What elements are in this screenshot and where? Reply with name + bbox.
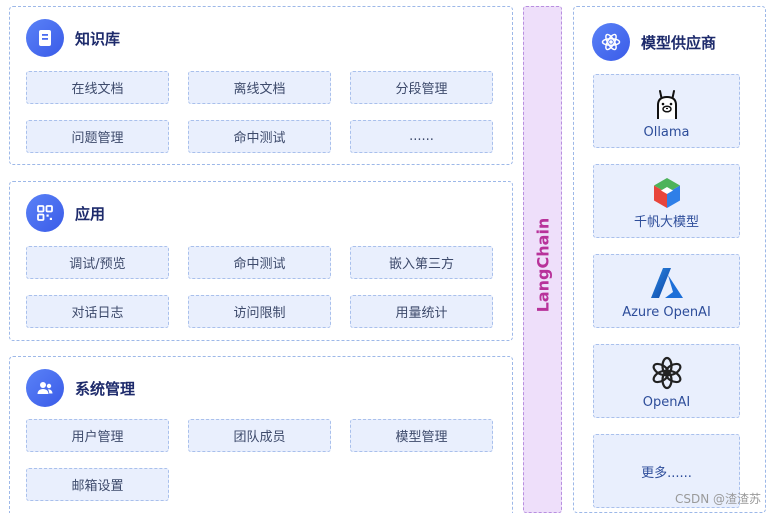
llama-icon [656, 90, 677, 119]
sys-item-user-management[interactable]: 用户管理 [26, 419, 169, 452]
kb-item-segment-management[interactable]: 分段管理 [350, 71, 493, 104]
openai-knot-icon [652, 356, 681, 390]
provider-openai[interactable]: OpenAI [593, 344, 740, 418]
kb-item-question-management[interactable]: 问题管理 [26, 120, 169, 153]
provider-azure-openai-name: Azure OpenAI [622, 305, 711, 320]
application-header: 应用 [26, 194, 105, 232]
provider-openai-name: OpenAI [642, 395, 691, 410]
langchain-label: LangChain [533, 217, 552, 313]
document-icon [26, 19, 64, 57]
kb-item-hit-test[interactable]: 命中测试 [188, 120, 331, 153]
kb-item-online-docs[interactable]: 在线文档 [26, 71, 169, 104]
qianfan-cube-icon [653, 178, 680, 208]
provider-more[interactable]: 更多...... [593, 434, 740, 508]
provider-azure-openai[interactable]: Azure OpenAI [593, 254, 740, 328]
app-item-conversation-log[interactable]: 对话日志 [26, 295, 169, 328]
system-management-header: 系统管理 [26, 369, 135, 407]
provider-ollama-name: Ollama [643, 125, 690, 140]
model-providers-header: 模型供应商 [592, 23, 716, 61]
provider-ollama[interactable]: Ollama [593, 74, 740, 148]
atom-icon [592, 23, 630, 61]
model-providers-title: 模型供应商 [641, 33, 717, 52]
model-providers-panel: 模型供应商 Ollama 千帆大模型 [573, 6, 766, 513]
sys-item-team-members[interactable]: 团队成员 [188, 419, 331, 452]
knowledge-base-panel: 知识库 在线文档 离线文档 分段管理 问题管理 命中测试 ...... [9, 6, 513, 165]
langchain-bar: LangChain [523, 6, 562, 513]
sys-item-mail-settings[interactable]: 邮箱设置 [26, 468, 169, 501]
grid-apps-icon [26, 194, 64, 232]
app-item-debug-preview[interactable]: 调试/预览 [26, 246, 169, 279]
kb-item-offline-docs[interactable]: 离线文档 [188, 71, 331, 104]
application-title: 应用 [75, 204, 106, 223]
watermark: CSDN @渣渣苏 [674, 492, 761, 506]
provider-qianfan[interactable]: 千帆大模型 [593, 164, 740, 238]
app-item-usage-stats[interactable]: 用量统计 [350, 295, 493, 328]
kb-item-more[interactable]: ...... [350, 120, 493, 153]
knowledge-base-title: 知识库 [75, 29, 121, 48]
app-item-embed-third-party[interactable]: 嵌入第三方 [350, 246, 493, 279]
users-icon [26, 369, 64, 407]
system-management-title: 系统管理 [75, 379, 136, 398]
application-panel: 应用 调试/预览 命中测试 嵌入第三方 对话日志 访问限制 用量统计 [9, 181, 513, 341]
sys-item-model-management[interactable]: 模型管理 [350, 419, 493, 452]
provider-qianfan-name: 千帆大模型 [633, 215, 699, 230]
system-management-panel: 系统管理 用户管理 团队成员 模型管理 邮箱设置 [9, 356, 513, 513]
knowledge-base-header: 知识库 [26, 19, 120, 57]
app-item-hit-test[interactable]: 命中测试 [188, 246, 331, 279]
app-item-access-limit[interactable]: 访问限制 [188, 295, 331, 328]
azure-a-icon [650, 268, 683, 298]
